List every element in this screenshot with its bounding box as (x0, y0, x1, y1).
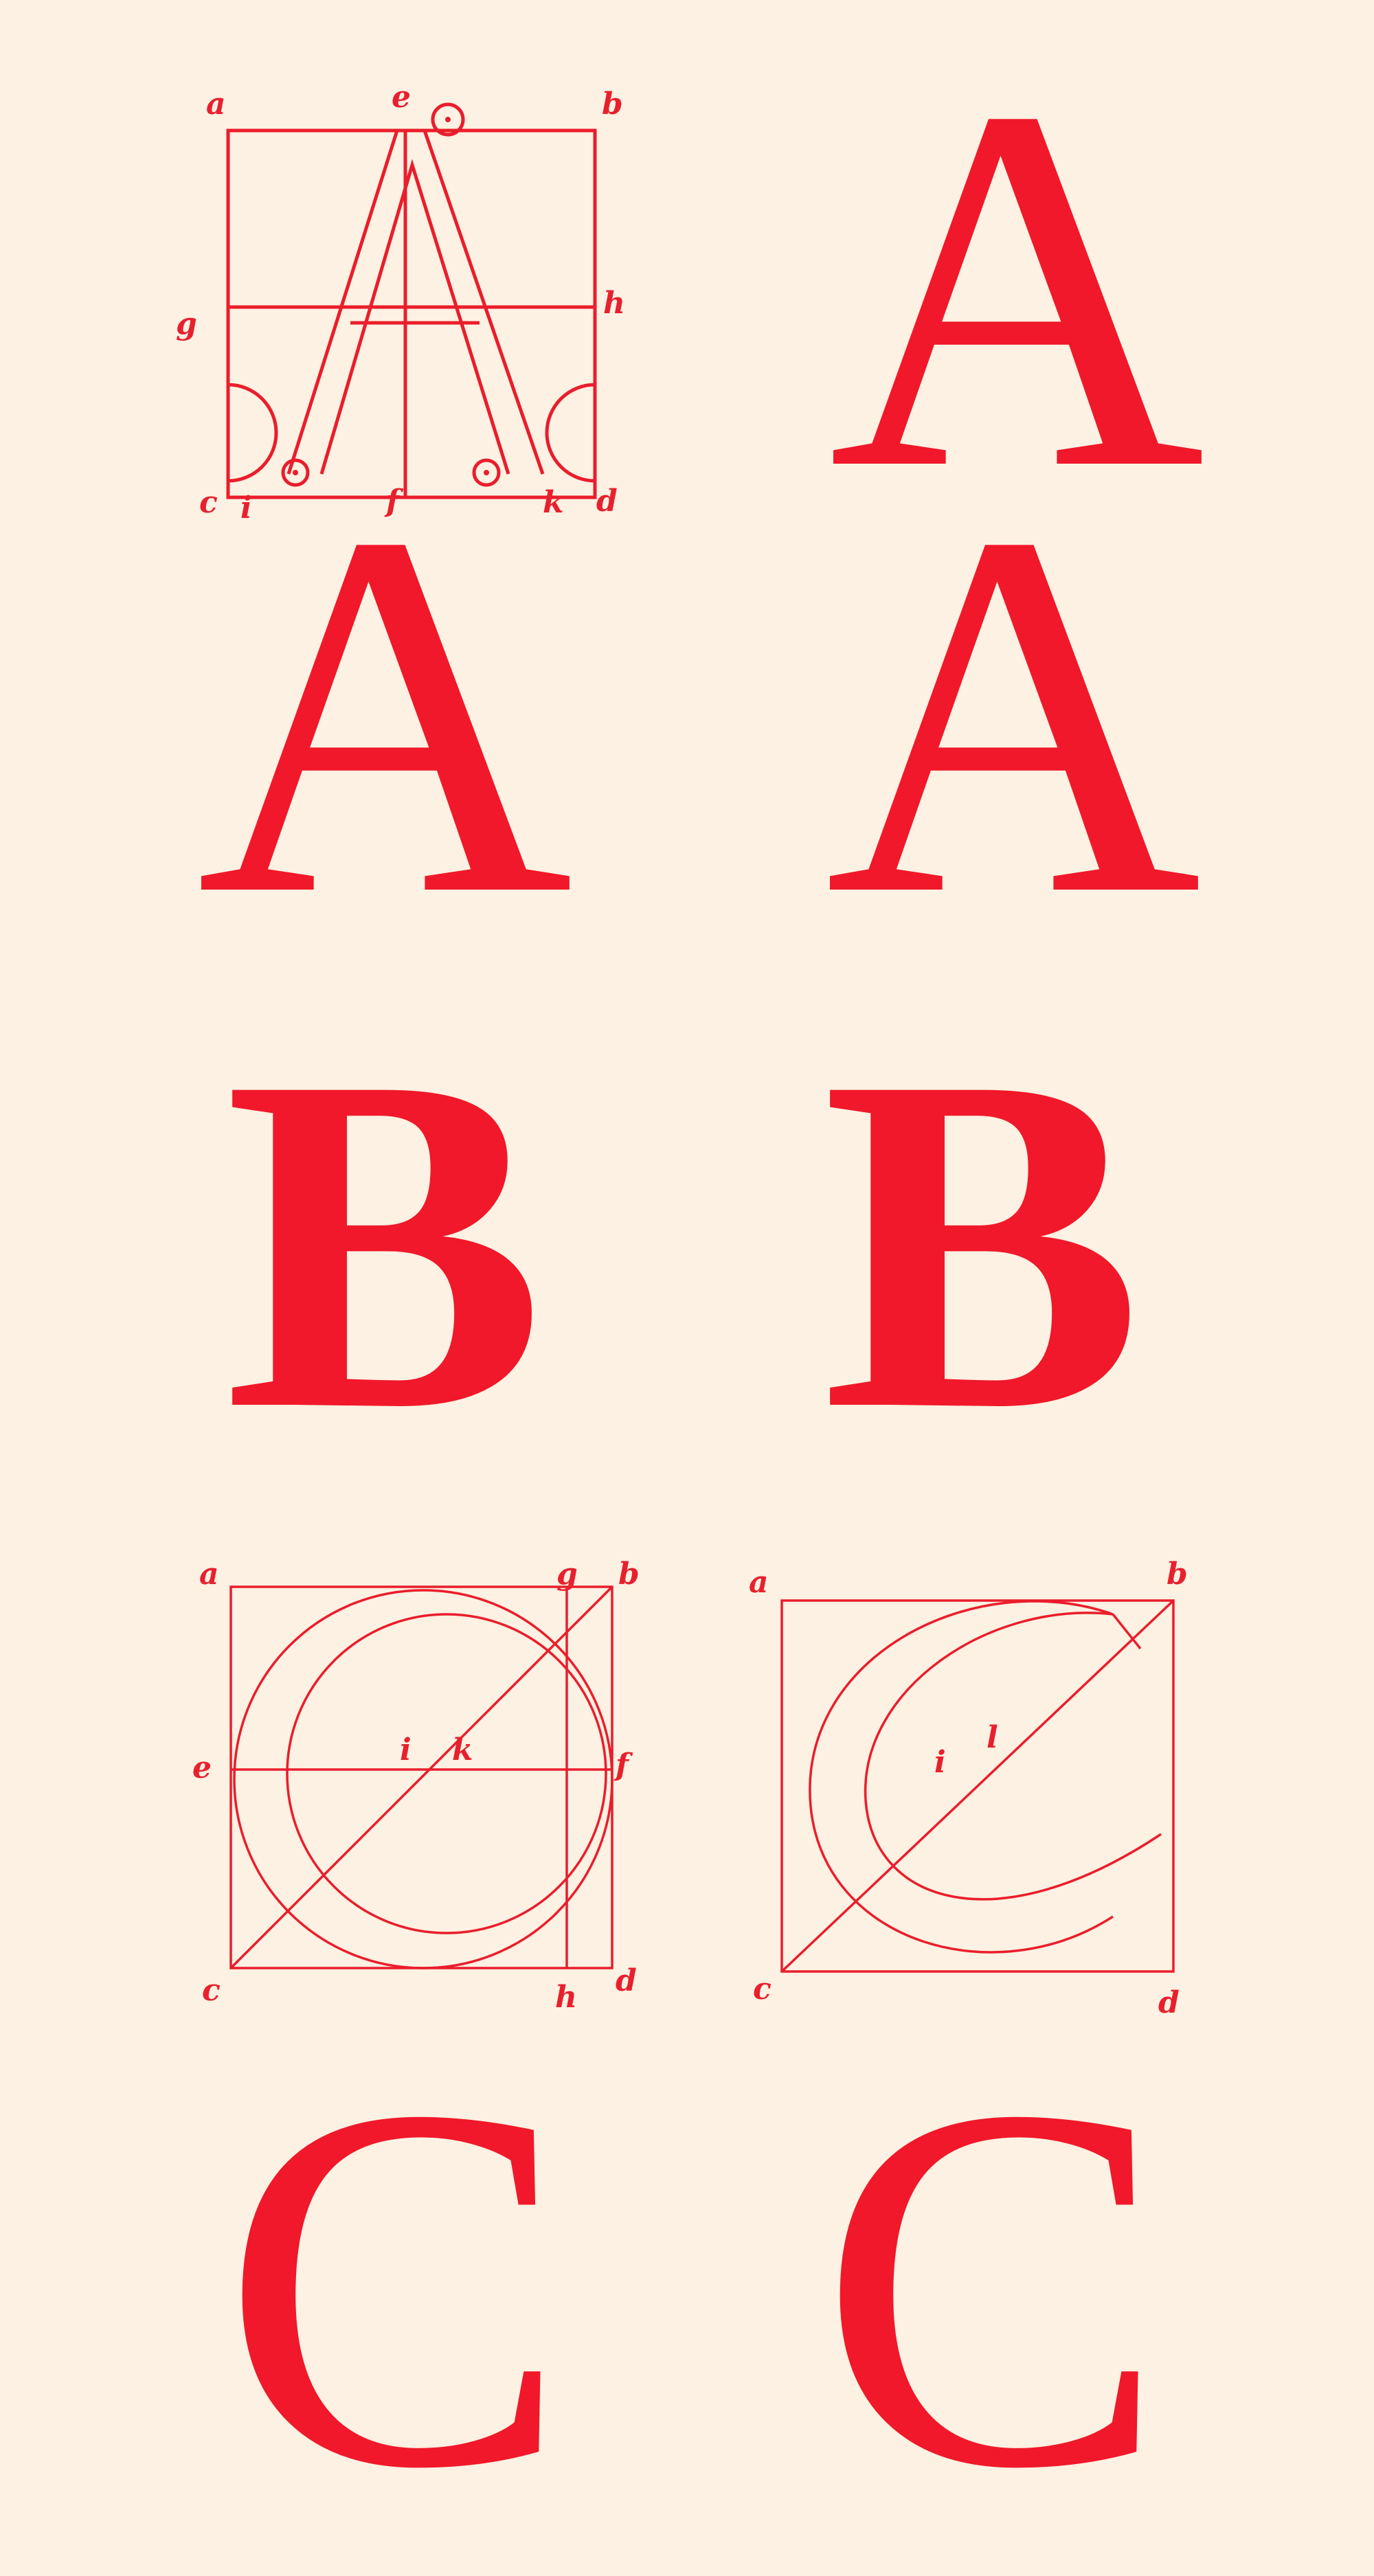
label-b: b (618, 1557, 640, 1592)
label-a: a (199, 1557, 219, 1592)
label-c: c (199, 485, 218, 520)
label-k: k (543, 485, 564, 520)
apex-center (445, 117, 451, 122)
label-g: g (176, 306, 197, 341)
label-a: a (206, 87, 226, 122)
letter-c-right-svg (780, 1599, 1175, 1973)
label-d: d (596, 484, 618, 519)
label-i: i (240, 490, 252, 526)
label-f: f (616, 1748, 629, 1783)
diagonal-line (780, 1599, 1175, 1973)
letter-a-row2-left: A (196, 425, 574, 1003)
a-outer-strokes (286, 128, 545, 475)
c-outer-curve (809, 1600, 1114, 1954)
left-serif-arc (227, 383, 278, 483)
letter-b-left: B (224, 977, 545, 1509)
label-b: b (602, 87, 623, 122)
apex-circle (431, 102, 465, 137)
right-foot-center (484, 470, 489, 475)
letter-b-right: B (822, 977, 1143, 1509)
letter-a-construction-svg (226, 102, 597, 499)
c-inner-curve (864, 1612, 1162, 1901)
letter-c-left-svg (229, 1585, 613, 1969)
letter-a-construction-diagram: a e b g h c i f k d (176, 82, 625, 523)
right-serif-arc (545, 383, 596, 483)
outer-circle (233, 1589, 613, 1969)
label-i: i (934, 1745, 946, 1780)
label-e: e (392, 80, 411, 115)
label-i: i (400, 1732, 412, 1767)
label-l: l (987, 1720, 998, 1755)
right-foot-circle (472, 458, 501, 487)
left-foot-center (293, 470, 298, 475)
label-g: g (556, 1557, 578, 1592)
a-inner-strokes (319, 159, 510, 475)
label-d: d (616, 1963, 637, 1998)
left-foot-circle (281, 458, 310, 487)
label-c: c (753, 1971, 772, 2007)
letter-a-row2-right: A (824, 425, 1202, 1003)
label-f: f (386, 484, 399, 519)
label-a: a (749, 1565, 769, 1600)
letter-c-right: C (818, 1998, 1167, 2576)
label-c: c (202, 1973, 221, 2008)
label-h: h (603, 286, 625, 321)
label-b: b (1167, 1557, 1188, 1592)
label-h: h (555, 1980, 577, 2015)
label-d: d (1158, 1985, 1180, 2020)
outer-square (780, 1599, 1175, 1973)
c-top-terminal (1112, 1613, 1142, 1650)
letter-c-construction-diagram-right: a b i l c d (749, 1559, 1188, 2018)
label-e: e (192, 1750, 212, 1785)
letter-c-left: C (221, 1998, 570, 2576)
inner-circle (286, 1613, 607, 1934)
letter-c-construction-diagram-left: a g b e i k f c h d (192, 1559, 646, 2013)
letter-a-row1-right: A (828, 0, 1206, 577)
label-k: k (452, 1732, 473, 1767)
